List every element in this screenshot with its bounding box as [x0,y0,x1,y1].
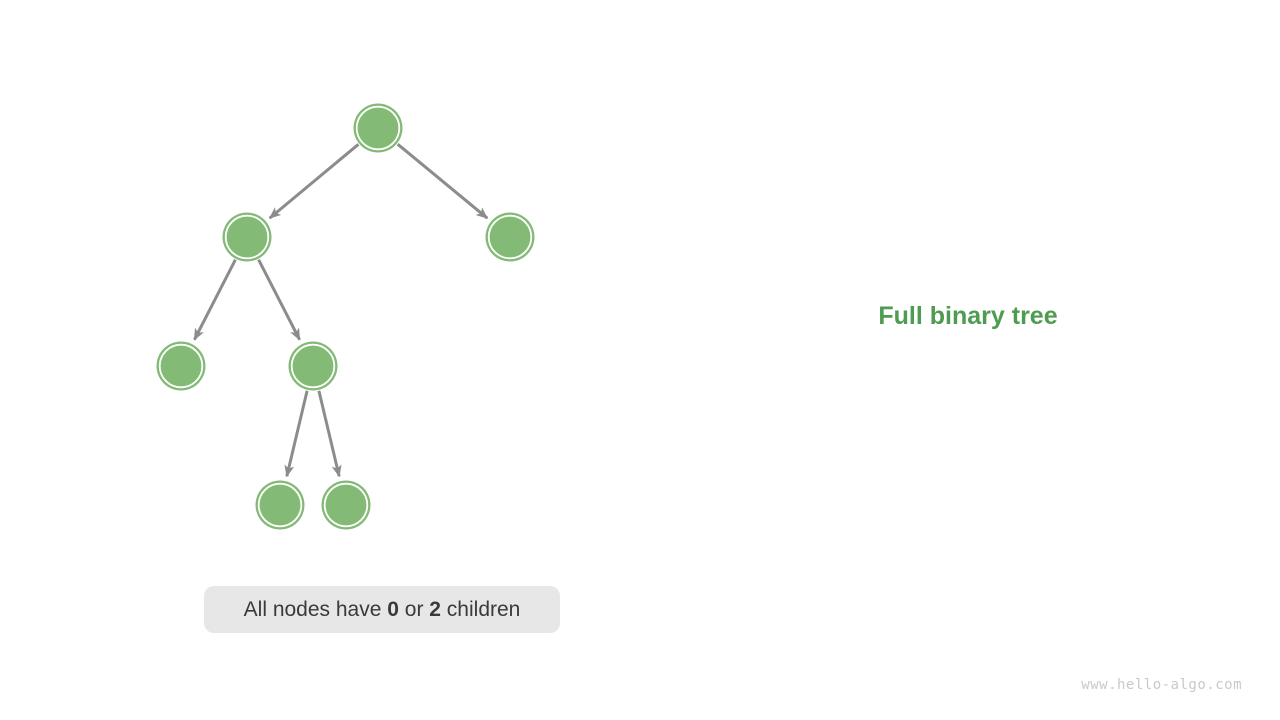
tree-nodes-layer [156,103,535,530]
tree-node [222,212,272,262]
tree-edge [268,143,360,220]
tree-node [353,103,403,153]
tree-node [288,341,338,391]
tree-edge [396,143,489,220]
caption-box: All nodes have 0 or 2 children [204,586,560,633]
tree-node [255,480,305,530]
tree-node [321,480,371,530]
tree-node [156,341,206,391]
diagram-title: Full binary tree [878,302,1058,330]
tree-edges-layer [193,143,489,478]
tree-node [485,212,535,262]
watermark: www.hello-algo.com [1081,677,1242,693]
tree-edge [193,259,237,341]
caption-text: All nodes have 0 or 2 children [243,597,521,621]
tree-edge [257,259,301,341]
tree-edge [317,390,342,478]
tree-edge [284,390,309,478]
